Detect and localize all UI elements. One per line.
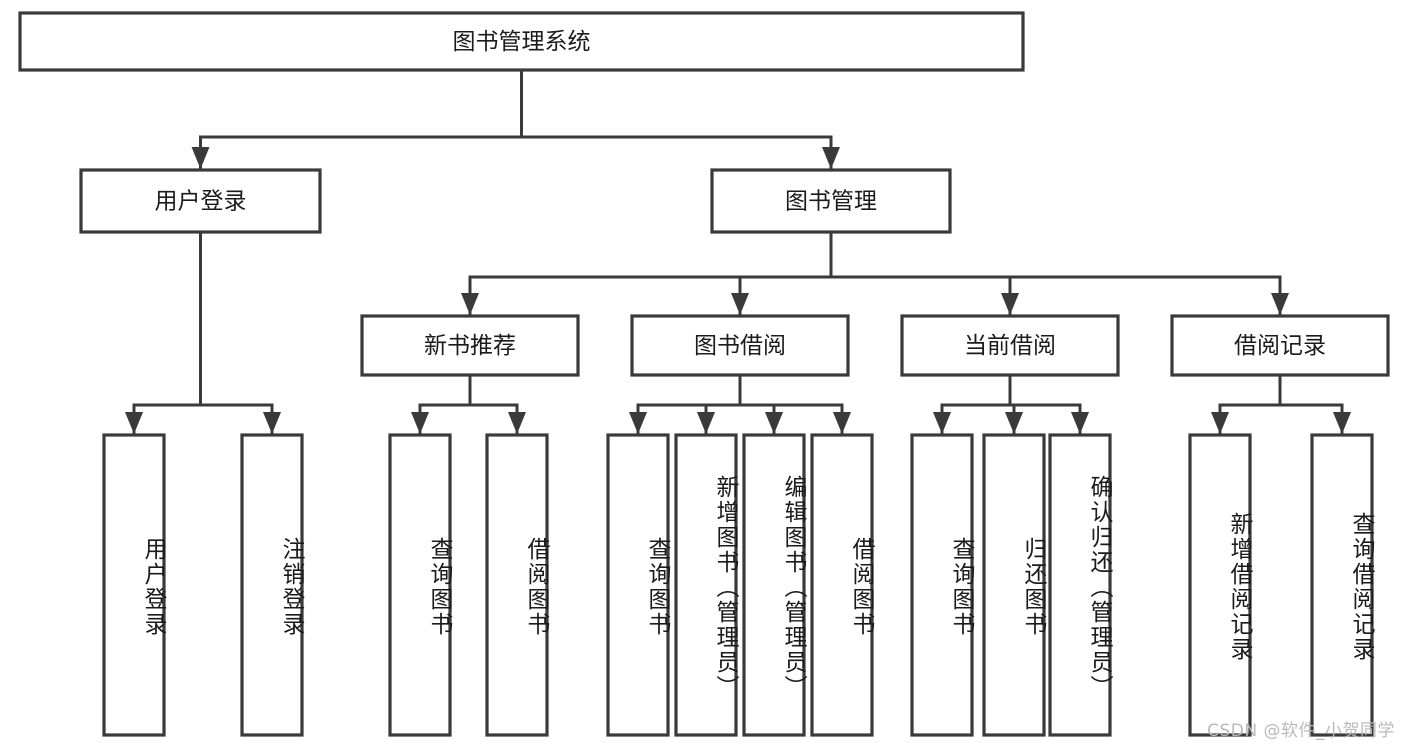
leaf-box-0[interactable]	[102, 433, 166, 737]
node-label-level3-0: 新书推荐	[424, 333, 516, 359]
leaf-box-2[interactable]	[388, 433, 452, 737]
leaf-box-1[interactable]	[240, 433, 304, 737]
arrow-head-icon	[263, 412, 281, 434]
leaf-box-4[interactable]	[606, 433, 670, 737]
node-box-level3-3[interactable]	[1170, 314, 1390, 377]
leaf-box-7[interactable]	[810, 433, 874, 737]
arrow-head-icon	[1271, 293, 1289, 315]
arrow-head-icon	[461, 293, 479, 315]
node-label-level3-2: 当前借阅	[964, 333, 1056, 359]
node-box-level3-2[interactable]	[900, 314, 1120, 377]
node-label-level2-1: 图书管理	[785, 189, 877, 215]
arrow-head-icon	[191, 147, 210, 169]
connector-layer	[125, 68, 1351, 435]
node-label-level2-0: 用户登录	[155, 189, 247, 215]
arrow-head-icon	[697, 412, 715, 434]
arrow-head-icon	[933, 412, 951, 434]
arrow-head-icon	[731, 293, 749, 315]
leaf-box-11[interactable]	[1188, 433, 1252, 737]
arrow-head-icon	[508, 412, 526, 434]
node-label-level3-3: 借阅记录	[1234, 333, 1326, 359]
leaf-box-10[interactable]	[1048, 433, 1112, 737]
arrow-head-icon	[1071, 412, 1089, 434]
csdn-watermark: CSDN @软件_小贺同学	[1207, 721, 1395, 741]
node-label-level3-1: 图书借阅	[694, 333, 786, 359]
leaf-box-9[interactable]	[982, 433, 1046, 737]
leaf-box-6[interactable]	[742, 433, 806, 737]
arrow-head-icon	[1211, 412, 1229, 434]
arrow-head-icon	[822, 147, 840, 169]
arrow-head-icon	[1333, 412, 1351, 434]
box-layer	[18, 11, 1390, 737]
leaf-box-5[interactable]	[674, 433, 738, 737]
leaf-box-3[interactable]	[485, 433, 549, 737]
leaf-box-8[interactable]	[910, 433, 974, 737]
arrow-head-icon	[1001, 293, 1019, 315]
arrow-head-icon	[1005, 412, 1023, 434]
node-box-level2-1[interactable]	[710, 168, 952, 234]
arrow-head-icon	[765, 412, 783, 434]
node-label-root: 图书管理系统	[453, 29, 591, 55]
arrow-head-icon	[833, 412, 851, 434]
arrow-head-icon	[125, 412, 143, 434]
node-box-root[interactable]	[18, 11, 1025, 72]
node-box-level3-1[interactable]	[630, 314, 850, 377]
arrow-head-icon	[629, 412, 647, 434]
leaf-box-12[interactable]	[1310, 433, 1374, 737]
node-box-level2-0[interactable]	[79, 168, 322, 234]
arrow-head-icon	[411, 412, 429, 434]
node-box-level3-0[interactable]	[360, 314, 580, 377]
